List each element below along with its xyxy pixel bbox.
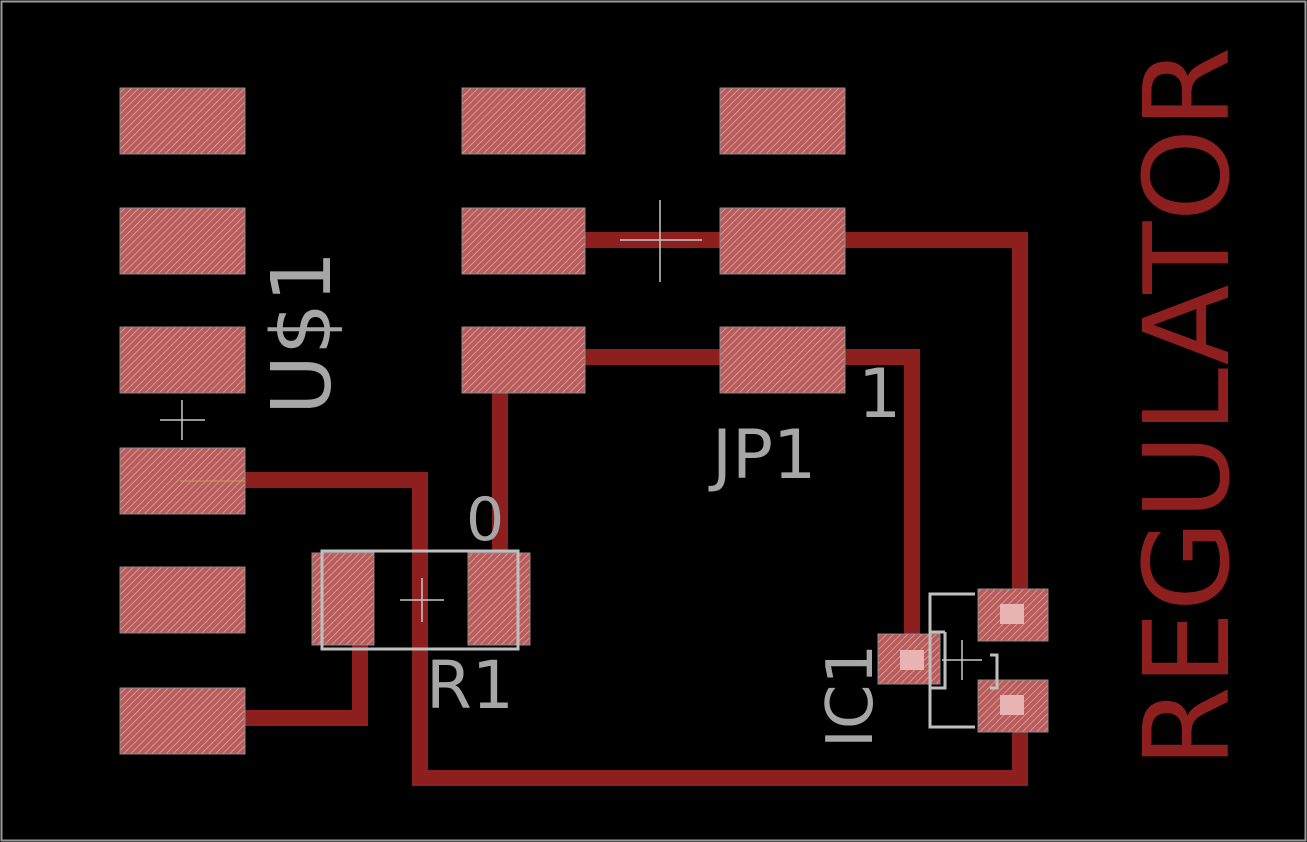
u1-pad-3 bbox=[119, 326, 246, 394]
jp1-pad-b1 bbox=[719, 87, 846, 155]
jp1-pad-b2 bbox=[719, 207, 846, 275]
jp1-pad-a1 bbox=[461, 87, 586, 155]
r1-value: 0 bbox=[466, 485, 504, 555]
ic1-contact-3 bbox=[1000, 695, 1024, 715]
ic1-contact-2 bbox=[1000, 604, 1024, 624]
jp1-pad-b3 bbox=[719, 326, 846, 394]
u1-pad-1 bbox=[119, 87, 246, 155]
jp1-pin1-label: 1 bbox=[858, 355, 901, 434]
copper-traces bbox=[245, 232, 1028, 786]
r1-silkscreen-outline bbox=[320, 549, 520, 651]
origin-cross-icon bbox=[160, 200, 982, 680]
trace-jp1-to-ic1-right-top bbox=[845, 232, 1028, 600]
ic1-silkscreen-outline bbox=[928, 592, 999, 729]
jp1-pad-a2 bbox=[461, 207, 586, 275]
jp1-pad-a3 bbox=[461, 326, 586, 394]
r1-pad-right bbox=[467, 552, 531, 646]
u1-pad-6 bbox=[119, 687, 246, 755]
board-title: REGULATOR bbox=[1118, 47, 1256, 768]
r1-designator: R1 bbox=[426, 647, 514, 724]
u1-designator: U$1 bbox=[255, 251, 350, 415]
ic1-designator: IC1 bbox=[814, 644, 888, 748]
jp1-designator: JP1 bbox=[708, 416, 816, 495]
ic1-contact-1 bbox=[900, 650, 924, 670]
trace-u1-to-gnd-loop bbox=[245, 472, 1028, 786]
trace-jp1-pin1-to-ic1-left bbox=[845, 349, 920, 650]
u1-pad-5 bbox=[119, 566, 246, 634]
u1-pad-2 bbox=[119, 207, 246, 275]
trace-u1-to-r1 bbox=[245, 645, 368, 726]
